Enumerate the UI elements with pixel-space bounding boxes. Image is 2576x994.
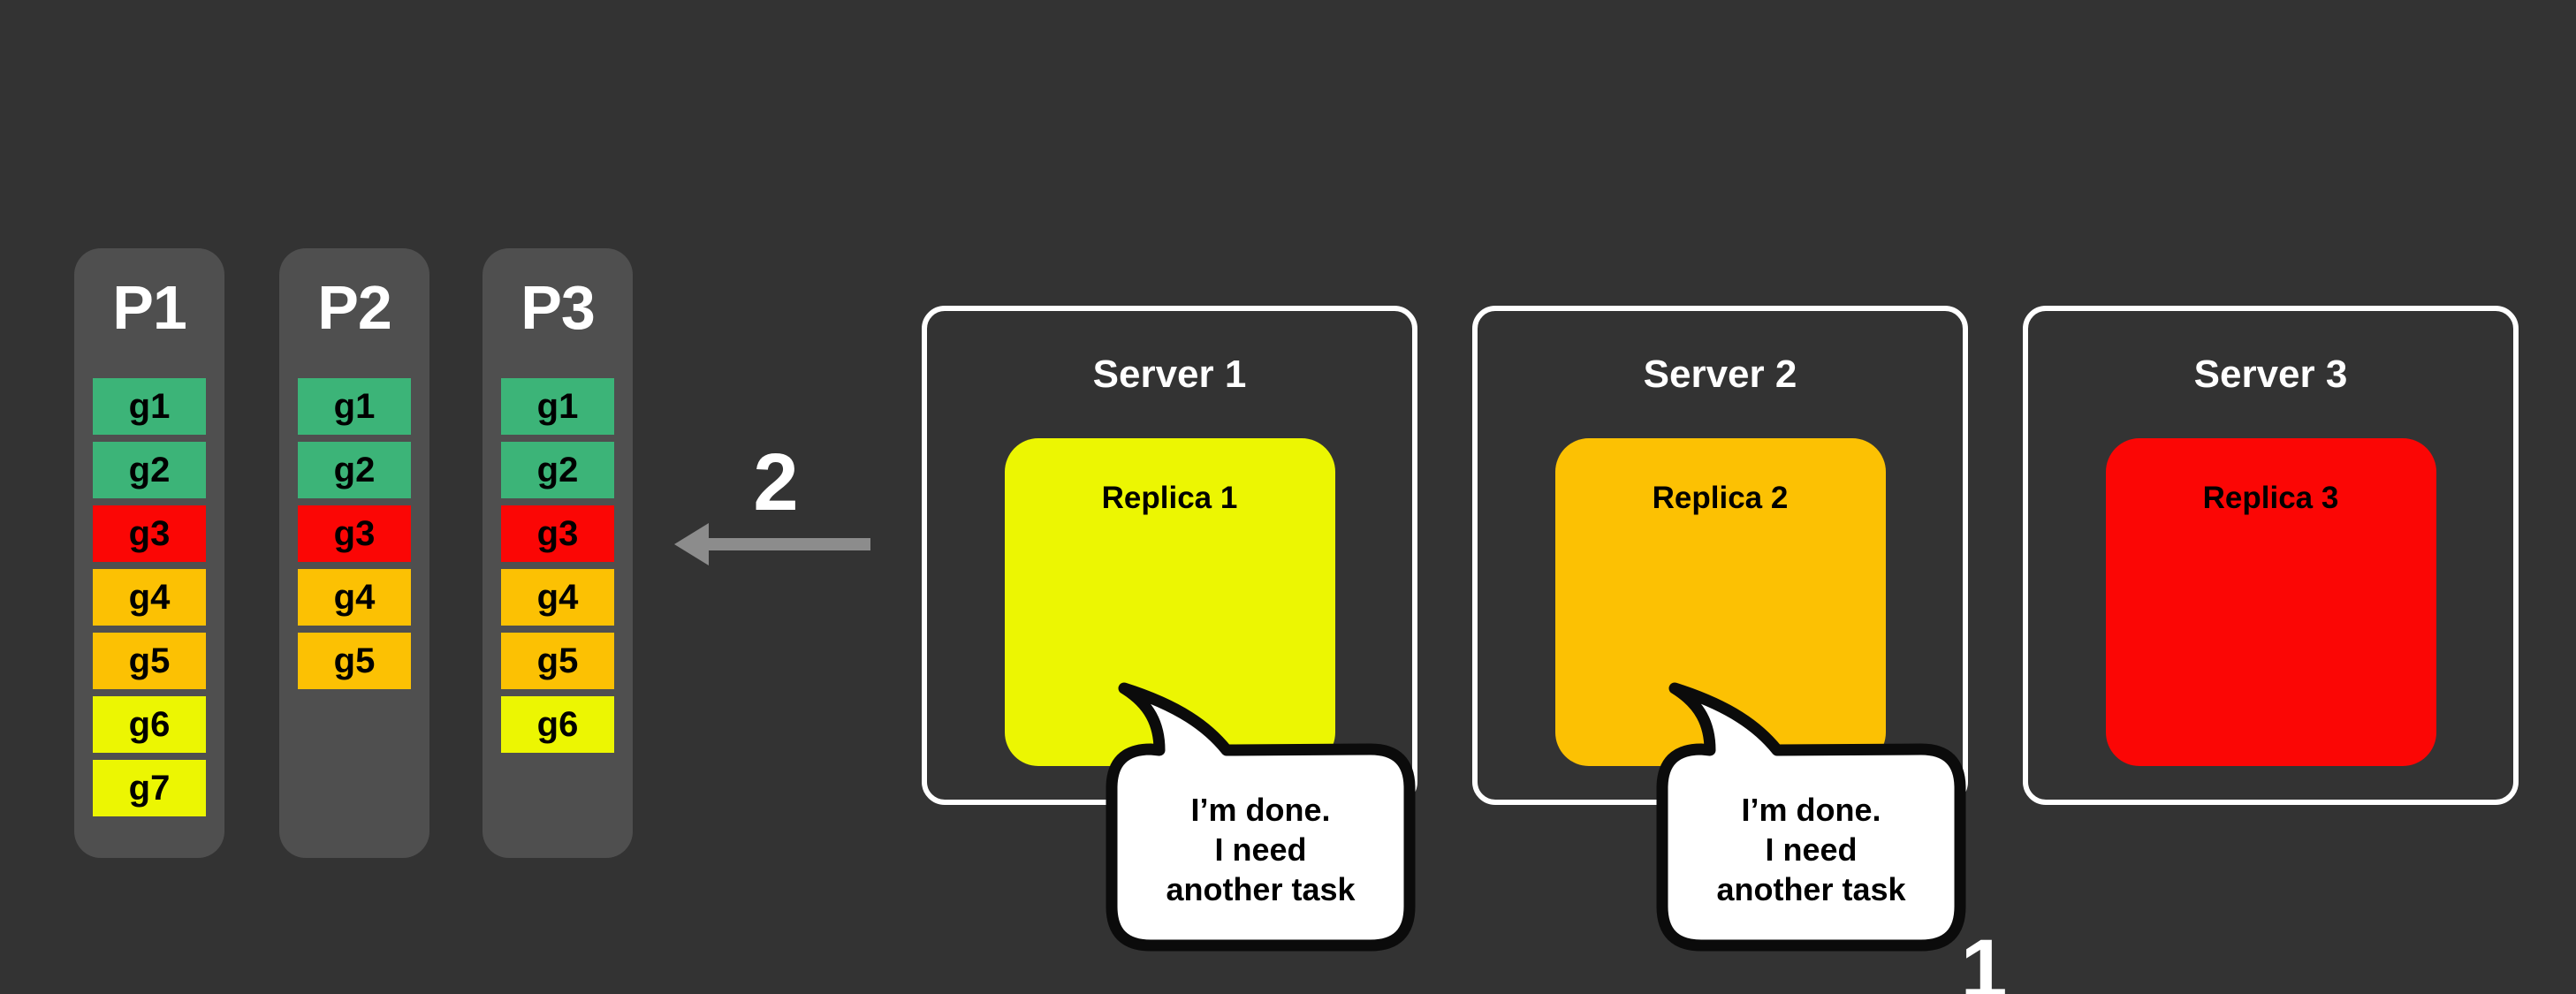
task-block: g5 xyxy=(93,633,206,689)
task-block: g1 xyxy=(93,378,206,435)
task-block: g2 xyxy=(501,442,614,498)
replica-3-label: Replica 3 xyxy=(2202,481,2339,515)
speech-bubble-2-text: I’m done. I need another task xyxy=(1662,753,1960,945)
task-block: g6 xyxy=(501,696,614,753)
task-block: g3 xyxy=(298,505,411,562)
replica-1: Replica 1 xyxy=(1004,438,1335,766)
task-block: g1 xyxy=(501,378,614,435)
task-block: g4 xyxy=(501,569,614,626)
server-2-box: Server 2 Replica 2 xyxy=(1472,306,1968,805)
bubble-line: another task xyxy=(1166,870,1356,907)
bubble-line: I’m done. xyxy=(1741,791,1881,828)
speech-bubble-1-text: I’m done. I need another task xyxy=(1112,753,1410,945)
bubble-line: I need xyxy=(1214,831,1307,868)
step-label-1: 1 xyxy=(1960,922,2008,994)
partition-p2-title: P2 xyxy=(317,273,392,342)
task-block: g5 xyxy=(501,633,614,689)
task-block: g2 xyxy=(298,442,411,498)
task-block: g6 xyxy=(93,696,206,753)
step-label-2: 2 xyxy=(753,437,799,527)
partition-p3: P3 g1 g2 g3 g4 g5 g6 xyxy=(483,248,633,858)
task-block: g4 xyxy=(93,569,206,626)
server-3-title: Server 3 xyxy=(2193,353,2348,396)
partition-p1-tasks: g1 g2 g3 g4 g5 g6 g7 xyxy=(93,378,206,816)
partition-p3-tasks: g1 g2 g3 g4 g5 g6 xyxy=(501,378,614,753)
task-block: g3 xyxy=(501,505,614,562)
bubble-line: I need xyxy=(1765,831,1858,868)
server-1-title: Server 1 xyxy=(1092,353,1247,396)
arrow-left xyxy=(674,523,870,565)
bubble-line: another task xyxy=(1716,870,1906,907)
partition-p2-tasks: g1 g2 g3 g4 g5 xyxy=(298,378,411,689)
task-block: g1 xyxy=(298,378,411,435)
task-block: g2 xyxy=(93,442,206,498)
partition-p1: P1 g1 g2 g3 g4 g5 g6 g7 xyxy=(74,248,224,858)
replica-1-label: Replica 1 xyxy=(1101,481,1238,515)
task-block: g4 xyxy=(298,569,411,626)
task-block: g7 xyxy=(93,760,206,816)
partition-p1-title: P1 xyxy=(112,273,187,342)
bubble-line: I’m done. xyxy=(1190,791,1331,828)
partition-p3-title: P3 xyxy=(521,273,596,342)
server-2-title: Server 2 xyxy=(1643,353,1797,396)
server-3-box: Server 3 Replica 3 xyxy=(2023,306,2519,805)
replica-2: Replica 2 xyxy=(1554,438,1886,766)
server-1-box: Server 1 Replica 1 xyxy=(922,306,1417,805)
replica-2-label: Replica 2 xyxy=(1652,481,1789,515)
task-block: g3 xyxy=(93,505,206,562)
partition-p2: P2 g1 g2 g3 g4 g5 xyxy=(279,248,429,858)
task-block: g5 xyxy=(298,633,411,689)
replica-3: Replica 3 xyxy=(2105,438,2436,766)
